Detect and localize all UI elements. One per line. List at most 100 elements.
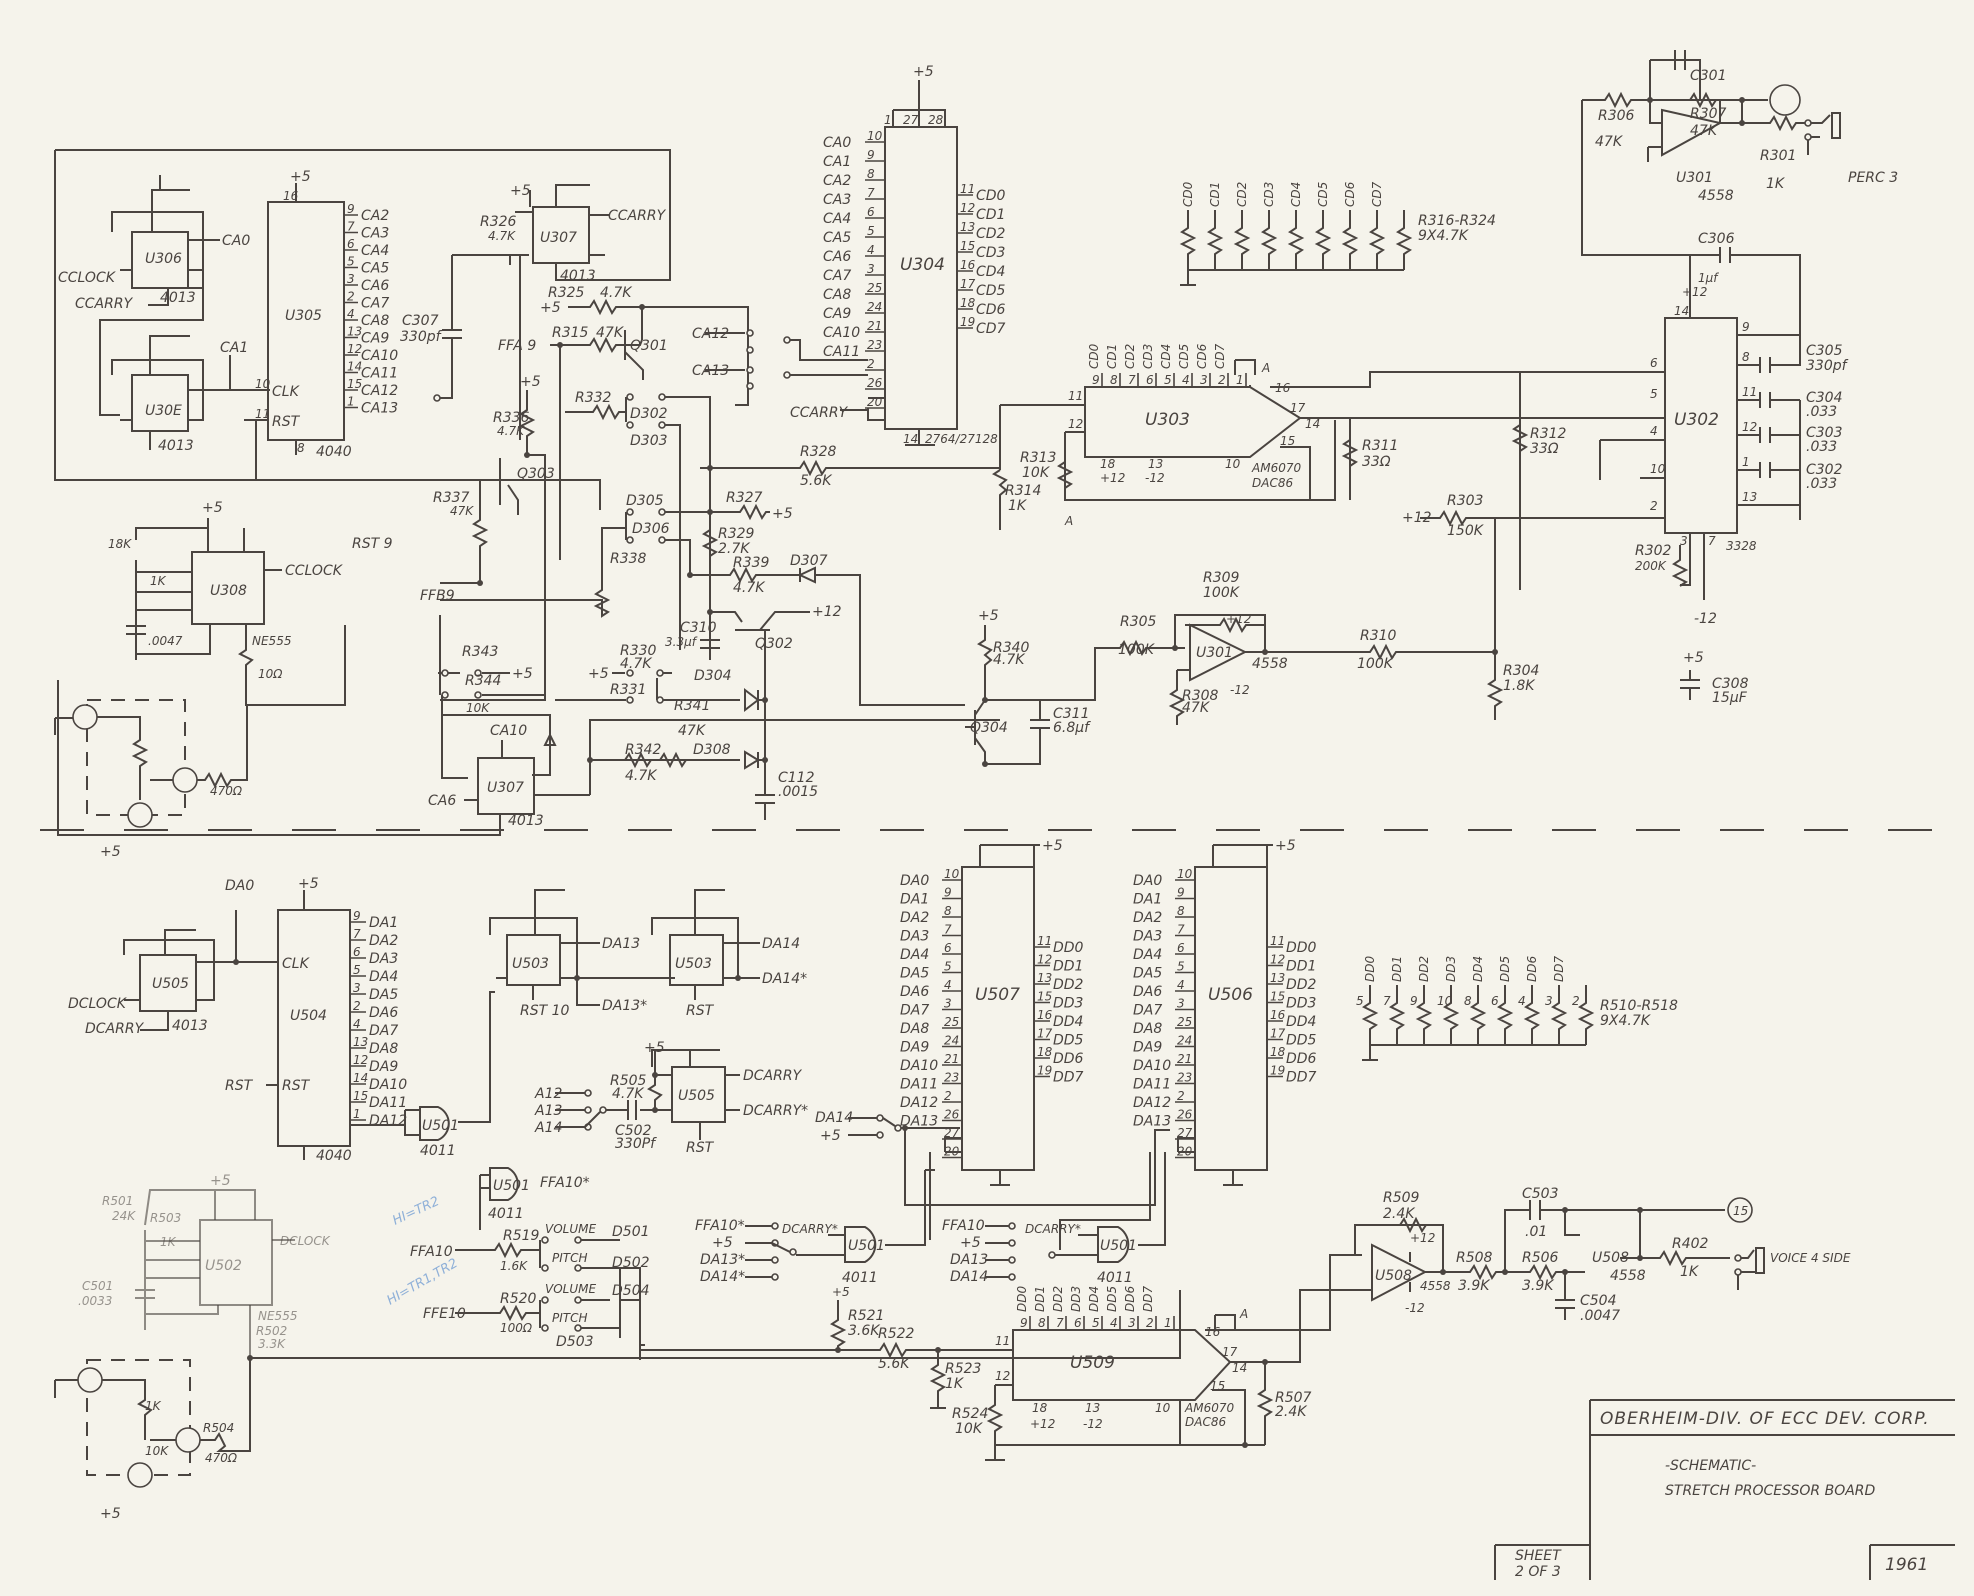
net-da14: DA14 [762,936,800,952]
label-volume: VOLUME [545,1222,596,1236]
pin-number: 4 [944,978,952,992]
ref-d501: D501 [612,1224,650,1240]
dd-pullup-net: DD0 [1363,956,1377,982]
annotation-hi-tr2: HI=TR2 [390,1194,441,1229]
val-pot: 10K [145,1444,169,1458]
val-r307: 47K [1690,123,1719,139]
pin: 16 [283,189,299,203]
annotation-hi-tr1-tr2: HI=TR1,TR2 [385,1256,461,1309]
pin-number: 27 [944,1126,960,1140]
opt-da14: DA14 [815,1110,853,1126]
u507-addr-net: DA7 [900,1003,929,1019]
val-c306: 1µf [1698,271,1719,285]
pin-number: 16 [960,258,976,272]
ic-u506 [1194,866,1268,1171]
ic-u305 [267,201,345,441]
u305-net: CA11 [361,366,398,382]
pin-number: 6 [1074,1316,1082,1330]
pin-number: 15 [1037,990,1052,1004]
u506-addr-net: DA8 [1133,1021,1162,1037]
pin-number: 14 [353,1071,368,1085]
part-u307b: 4013 [508,813,544,829]
pin-number: 24 [1177,1034,1192,1048]
u504-net: DA1 [369,915,398,931]
val-r336: 4.7K [497,424,525,438]
u305-net: CA8 [361,313,389,329]
ref-c311: C311 [1053,706,1090,722]
rail-p5: +5 [540,300,561,316]
label-pitch: PITCH [552,1311,588,1325]
val-c307: 330pf [400,329,443,345]
pin-number: 13 [1085,1401,1100,1415]
pin-number: 10 [1650,462,1666,476]
rail-p5: +5 [520,374,541,390]
ref-u306: U306 [145,251,182,267]
u506-addr-net: DA11 [1133,1077,1171,1093]
rail-p5: +5 [298,876,319,892]
val-r305: 100K [1118,642,1156,658]
ref-u303: U303 [1145,410,1190,430]
ref-q303: Q303 [517,466,555,482]
u304-addr-net: CA9 [823,306,851,322]
u305-net: CA5 [361,261,389,277]
pin-number: 7 [353,927,361,941]
ic-u30e [131,374,189,432]
ref-u308: U308 [210,583,247,599]
pin-number: 9 [1410,994,1418,1008]
val-r328: 5.6K [800,473,833,489]
u304-addr-net: CA0 [823,135,851,151]
pin-number: 23 [1177,1071,1192,1085]
val-r524: 10K [955,1421,984,1437]
u506-addr-net: DA9 [1133,1040,1162,1056]
u304-addr-net: CA4 [823,211,851,227]
u506-data-net: DD5 [1286,1033,1317,1049]
val-r-b: 1K [150,574,167,588]
val-c112: .0015 [778,784,818,800]
ref-d503: D503 [556,1334,594,1350]
pin-number: 2 [944,1089,952,1103]
ref-r328: R328 [800,444,837,460]
u507-data-net: DD1 [1053,959,1083,975]
net-ccarry-out: CCARRY [608,208,667,224]
ref-c302: C302 [1806,462,1843,478]
ref-r305: R305 [1120,614,1157,630]
opamp-u301a [1661,108,1723,157]
ref-r510-r518: R510-R518 [1600,998,1678,1014]
ref-r501: R501 [102,1194,133,1208]
part-u501b: 4011 [488,1206,524,1222]
u506-data-net: DD7 [1286,1070,1317,1086]
pin-number: 15 [347,377,362,391]
pin-number: 26 [1177,1108,1193,1122]
part-u501c: 4011 [842,1270,878,1286]
pin-number: 4 [1177,978,1185,992]
ref-r523: R523 [945,1361,981,1377]
u304-addr-net: CA11 [823,344,860,360]
part-u502: NE555 [258,1309,297,1323]
net-rst: RST [225,1078,254,1094]
pin-number: 8 [1110,373,1118,387]
pin-number: 7 [1177,923,1185,937]
u504-net: DA3 [369,951,398,967]
pin-number: 4 [1182,373,1190,387]
ref-r338: R338 [610,551,647,567]
jack-perc3: PERC 3 [1848,170,1898,186]
dd-pullup-net: DD7 [1552,956,1566,982]
pin-number: 2 [1572,994,1580,1008]
rail-p5: +5 [290,169,311,185]
pin-number: 25 [867,281,882,295]
rail-p5: +5 [510,183,531,199]
val-r301: 1K [1766,176,1786,192]
val-r505: 4.7K [612,1086,645,1102]
pin-number: 3 [867,262,875,276]
connector-15: 15 [1733,1204,1748,1218]
pin-number: 5 [1177,960,1185,974]
pin-number: 11 [1742,385,1757,399]
ref-r502: R502 [256,1324,287,1338]
ref-c501: C501 [82,1279,113,1293]
val-r342: 4.7K [625,768,658,784]
label-agnd: A [1064,514,1073,528]
ref-d308: D308 [693,742,731,758]
opt-a13: A13 [534,1103,562,1119]
